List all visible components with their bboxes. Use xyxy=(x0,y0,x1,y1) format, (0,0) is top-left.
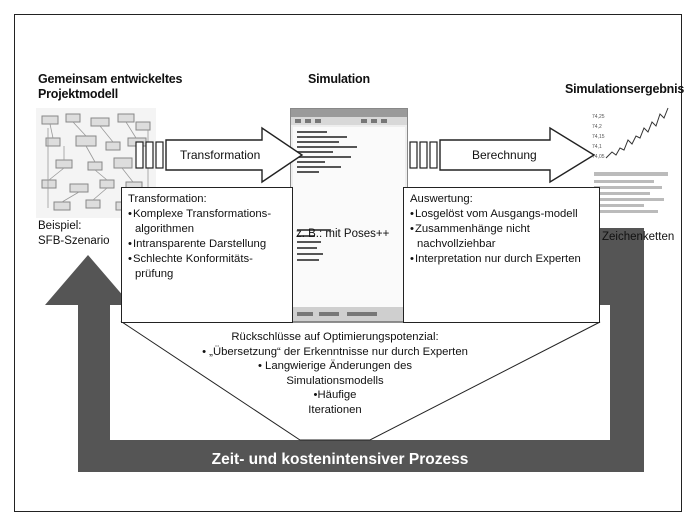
transformation-box-title: Transformation: xyxy=(128,193,207,205)
berechnung-arrow-label: Berechnung xyxy=(472,148,537,162)
scenario-caption-line: SFB-Szenario xyxy=(38,235,110,247)
header-result: Simulationsergebnis xyxy=(565,82,685,96)
result-caption: Zeichenketten xyxy=(602,231,675,243)
transformation-issue-item: Schlechte Konformitäts-prüfung xyxy=(128,252,286,282)
feedback-line: •Häufige xyxy=(313,389,357,401)
transformation-issues-box: Transformation: Komplexe Transformations… xyxy=(121,187,293,323)
software-window-image xyxy=(291,109,407,321)
scenario-caption: Beispiel: SFB-Szenario xyxy=(38,219,110,249)
transformation-issue-item: Komplexe Transformations-algorithmen xyxy=(128,207,286,237)
feedback-line: Iterationen xyxy=(308,403,362,416)
process-summary-label: Zeit- und kostenintensiver Prozess xyxy=(211,451,469,468)
diagram-frame xyxy=(14,14,682,512)
auswertung-issue-item: Losgelöst vom Ausgangs-modell xyxy=(410,207,593,222)
feedback-line: • „Übersetzung“ der Erkenntnisse nur dur… xyxy=(202,345,468,358)
header-model: Gemeinsam entwickeltes Projektmodell xyxy=(38,72,183,101)
tick-label: 74,1 xyxy=(592,144,602,150)
auswertung-issue-item: Interpretation nur durch Experten xyxy=(410,252,593,267)
tick-label: 74,05 xyxy=(592,154,605,160)
simulation-software-thumbnail xyxy=(290,108,408,322)
berechnung-arrow xyxy=(409,126,596,184)
result-chart-thumbnail: 74,25 74,2 74,15 74,1 74,05 xyxy=(590,100,670,220)
transformation-arrow xyxy=(135,126,304,184)
feedback-text: Rückschlüsse auf Optimierungspotenzial: … xyxy=(150,330,520,417)
transformation-issue-item: Intransparente Darstellung xyxy=(128,237,286,252)
tick-label: 74,25 xyxy=(592,114,605,120)
auswertung-box-title: Auswertung: xyxy=(410,193,473,205)
tool-caption: z. B.: mit Poses++ xyxy=(296,228,390,240)
tick-label: 74,15 xyxy=(592,134,605,140)
header-simulation: Simulation xyxy=(308,72,370,86)
tick-label: 74,2 xyxy=(592,124,602,130)
feedback-line: Simulationsmodells xyxy=(286,374,384,387)
feedback-line: • Langwierige Änderungen des xyxy=(257,360,413,372)
auswertung-issue-item: Zusammenhänge nicht nachvollziehbar xyxy=(410,222,593,252)
transformation-arrow-label: Transformation xyxy=(180,148,261,162)
scenario-caption-line: Beispiel: xyxy=(38,220,82,232)
feedback-line: Rückschlüsse auf Optimierungspotenzial: xyxy=(231,331,439,343)
line-chart-image: 74,25 74,2 74,15 74,1 74,05 xyxy=(590,100,670,220)
auswertung-issues-box: Auswertung: Losgelöst vom Ausgangs-model… xyxy=(403,187,600,323)
